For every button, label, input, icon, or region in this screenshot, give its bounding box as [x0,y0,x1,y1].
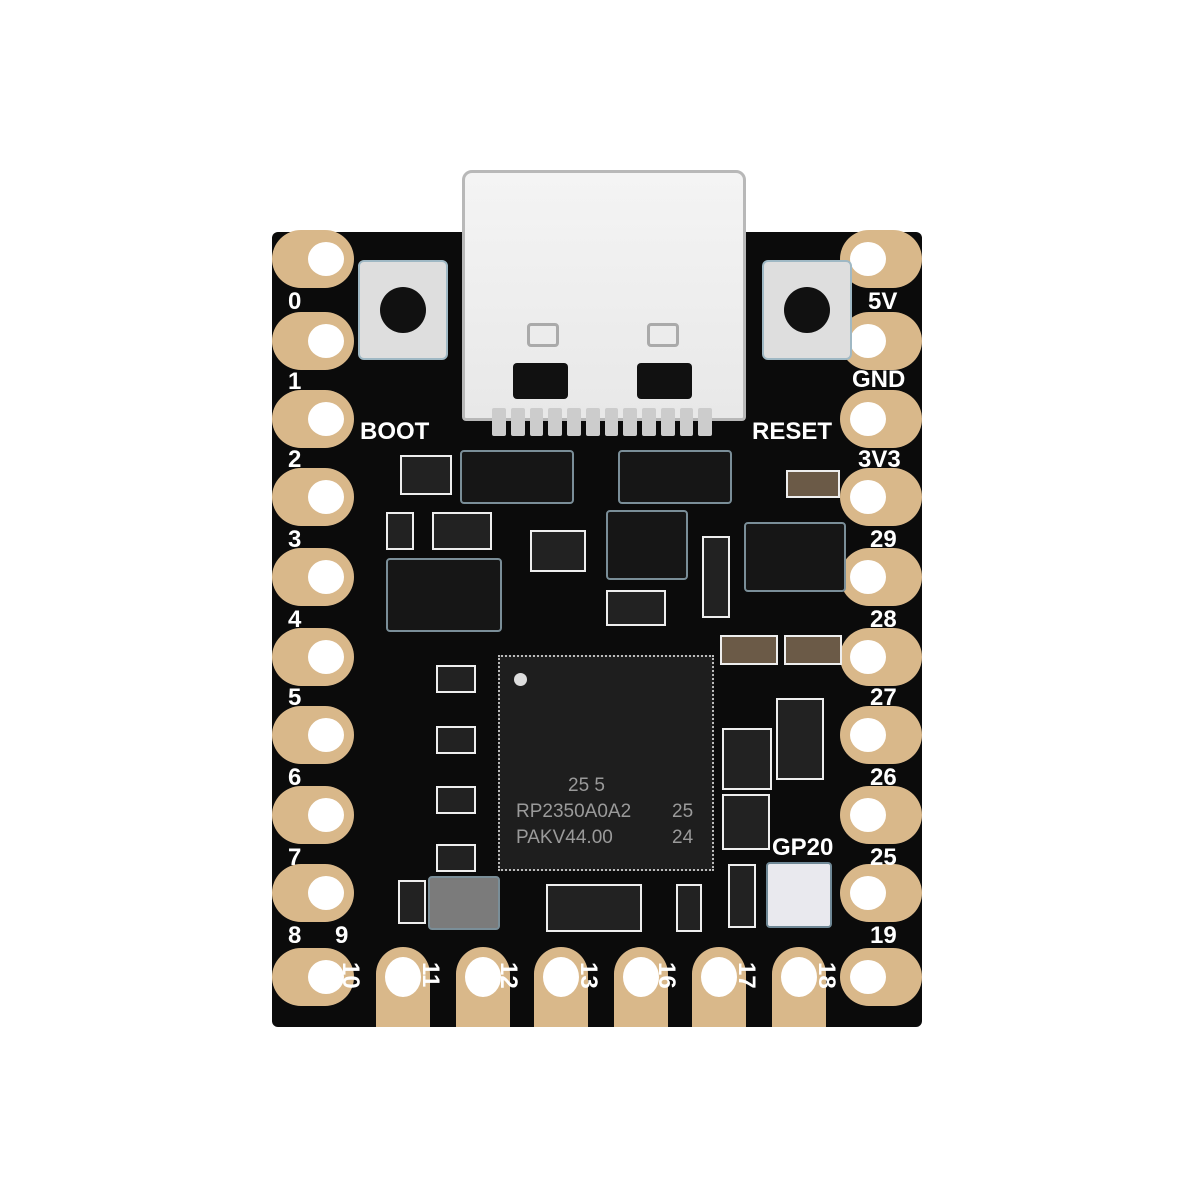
smd-component [722,728,772,790]
smd-component [436,844,476,872]
smd-component [606,590,666,626]
pad [272,312,354,370]
pad [534,947,588,1027]
chip-text: PAKV44.00 [516,827,613,848]
crystal [606,510,688,580]
pin-label: 3 [288,526,302,553]
inductor [428,876,500,930]
pad [272,548,354,606]
smd-component [720,635,778,665]
pad [840,628,922,686]
diode [618,450,732,504]
usb-pins [492,408,712,436]
pin-label: 3V3 [858,446,901,473]
pin-label: 17 [733,962,760,989]
rp2350-chip: 25 5 RP2350A0A2 25 PAKV44.00 24 [498,655,714,871]
pad [614,947,668,1027]
pad [272,628,354,686]
pin-label: 0 [288,288,302,315]
pad [272,864,354,922]
pin-label: 9 [335,922,349,949]
reset-label: RESET [752,418,833,445]
pad [272,390,354,448]
pin-label: 7 [288,844,302,871]
regulator [744,522,846,592]
smd-component [702,536,730,618]
pin-label: 8 [288,922,302,949]
pad [772,947,826,1027]
rgb-led [766,862,832,928]
pad [272,706,354,764]
pad [376,947,430,1027]
pin-label: 19 [870,922,897,949]
usb-c-connector[interactable] [462,170,746,421]
pin-label: 18 [813,962,840,989]
boot-label: BOOT [360,418,430,445]
pad [840,390,922,448]
pad [456,947,510,1027]
smd-component [786,470,840,498]
diode [460,450,574,504]
pad [840,312,922,370]
pin-label: 2 [288,446,302,473]
smd-component [676,884,702,932]
pin-label: 11 [417,962,444,988]
pad [840,864,922,922]
pin-label: 5V [868,288,898,315]
pad [840,706,922,764]
pad [272,468,354,526]
pad [272,230,354,288]
boot-button[interactable] [358,260,448,360]
pin-label: 13 [575,962,602,989]
pin1-marker [514,673,527,686]
smd-component [776,698,824,780]
smd-component [728,864,756,928]
smd-component [722,794,770,850]
flash-chip [386,558,502,632]
pin-label: 26 [870,764,897,791]
chip-text: 24 [672,827,694,848]
smd-component [436,726,476,754]
pin-label: 27 [870,684,897,711]
smd-component [436,665,476,693]
smd-component [400,455,452,495]
smd-component [530,530,586,572]
pin-label: 29 [870,526,897,553]
reset-button[interactable] [762,260,852,360]
bottom-pads [0,947,1200,1027]
led-label: GP20 [772,834,834,861]
pin-label: 4 [288,606,302,633]
pin-label: 6 [288,764,302,791]
pad [840,948,922,1006]
smd-component [784,635,842,665]
chip-text: 25 [672,801,694,822]
pin-label: 28 [870,606,897,633]
pad [840,468,922,526]
pad [840,548,922,606]
pad [272,948,354,1006]
pad [692,947,746,1027]
chip-text: RP2350A0A2 [516,801,632,822]
smd-component [432,512,492,550]
pad [840,230,922,288]
pin-label: 5 [288,684,302,711]
pin-label: 12 [495,962,522,989]
smd-component [386,512,414,550]
smd-component [436,786,476,814]
pin-label: 1 [288,368,302,395]
pad [840,786,922,844]
pin-label: 25 [870,844,897,871]
pin-label: GND [852,366,906,393]
pad [272,786,354,844]
pin-label: 10 [337,962,364,989]
smd-component [398,880,426,924]
chip-text: 25 5 [568,775,605,796]
pin-label: 16 [653,962,680,989]
smd-component [546,884,642,932]
